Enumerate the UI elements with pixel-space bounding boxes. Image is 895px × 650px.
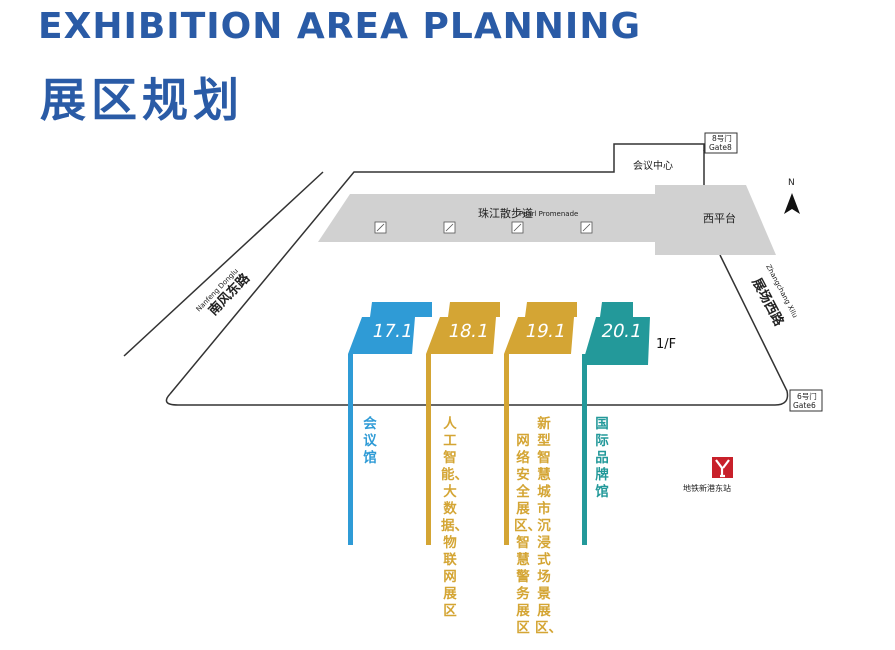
hall-19-1-label-col1: 新型智慧城市沉浸式场景展区、 (535, 416, 562, 636)
gate8-label-en: Gate8 (709, 143, 732, 152)
gate8-box (704, 132, 738, 154)
hall-17-1-label: 会议馆 (363, 416, 377, 466)
hall-19-1-label-col2: 网络安全展区、智慧警务展区 (514, 433, 541, 636)
road-west-line (123, 171, 324, 357)
pearl-promenade (318, 185, 776, 255)
promenade-label-en: Pearl Promenade (519, 210, 578, 218)
hall-18-1-label: 人工智能、大数据、物联网展区 (441, 416, 468, 619)
hall-19-1-number: 19.1 (523, 321, 567, 342)
floor-label: 1/F (656, 337, 676, 352)
metro-icon (712, 457, 733, 478)
hall-17-1 (348, 302, 432, 545)
west-platform-label: 西平台 (703, 211, 736, 225)
hall-20-1-number: 20.1 (599, 321, 643, 342)
conference-center-label: 会议中心 (633, 159, 673, 172)
promenade-label-cn: 珠江散步道 (478, 206, 533, 220)
hall-19-1 (504, 302, 577, 545)
gate6-box (789, 389, 823, 412)
north-label: N (788, 178, 795, 188)
gate8-label-cn: 8号门 (712, 134, 732, 143)
hall-17-1-number: 17.1 (370, 321, 414, 342)
page-title-en: EXHIBITION AREA PLANNING (38, 6, 642, 47)
hall-18-1-number: 18.1 (446, 321, 490, 342)
site-outline-south (165, 254, 789, 406)
north-arrow-icon (784, 193, 800, 214)
page-title-cn: 展区规划 (40, 73, 244, 127)
hall-18-1 (426, 302, 500, 545)
hall-20-1-label: 国际品牌馆 (595, 416, 609, 500)
gate6-label-cn: 6号门 (797, 392, 817, 401)
metro-station-label: 地铁新港东站 (683, 483, 731, 493)
gate6-label-en: Gate6 (793, 401, 816, 410)
hall-20-1 (582, 302, 650, 545)
